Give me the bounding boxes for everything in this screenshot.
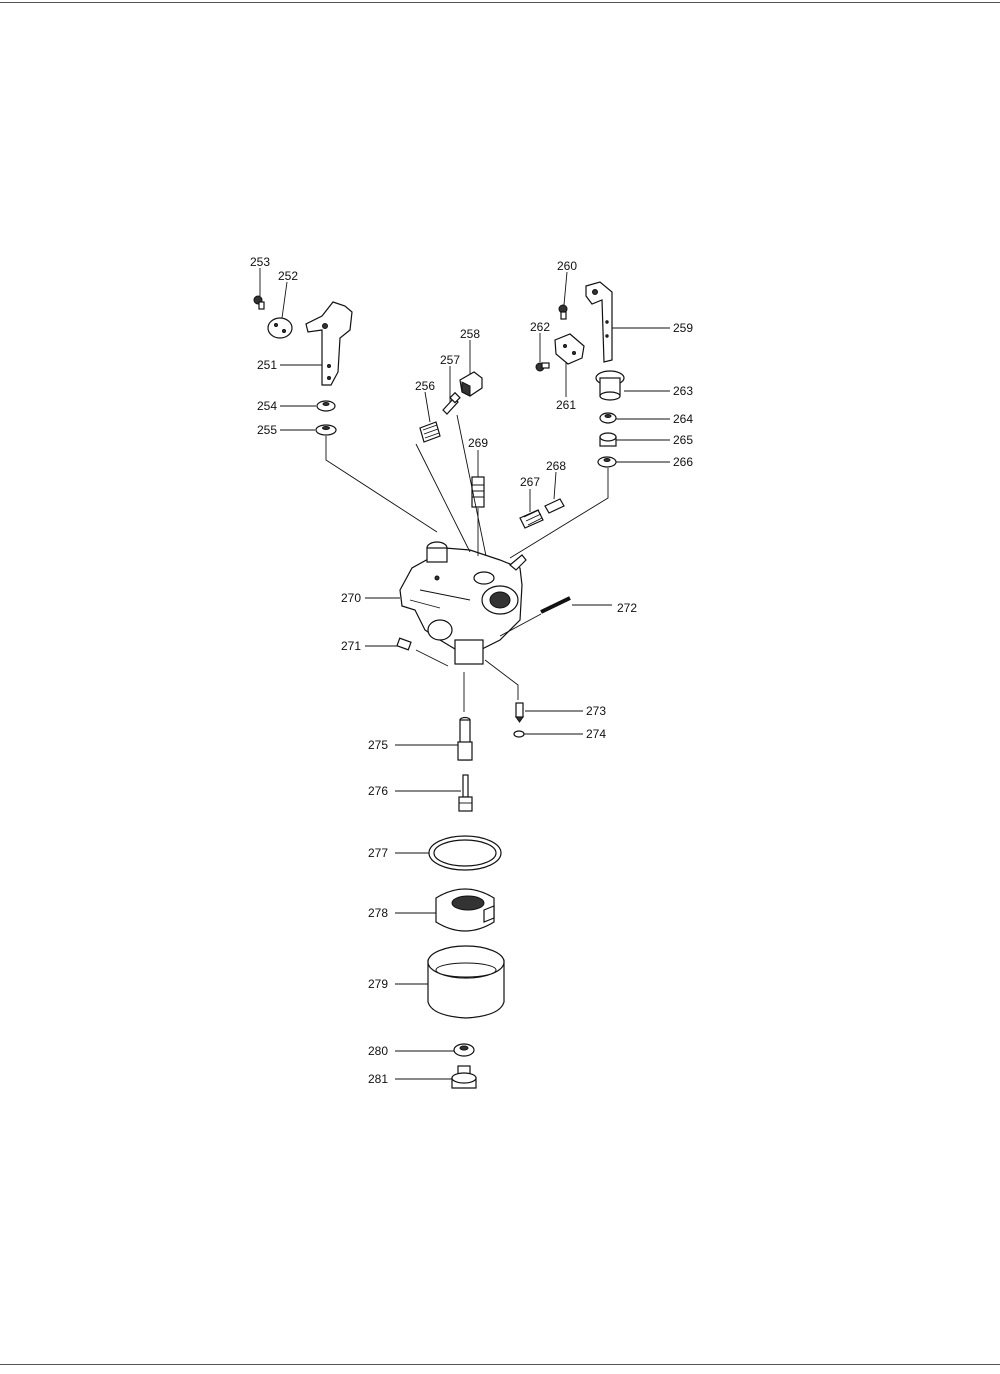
callout-276: 276 — [368, 784, 388, 798]
callout-279: 279 — [368, 977, 388, 991]
callout-272: 272 — [617, 601, 637, 615]
part-266-washer — [597, 456, 617, 468]
part-272-pin — [540, 596, 571, 614]
callout-260: 260 — [557, 259, 577, 273]
callout-281: 281 — [368, 1072, 388, 1086]
part-259-choke-shaft — [585, 281, 613, 363]
part-280-washer — [453, 1043, 475, 1057]
callout-274: 274 — [586, 727, 606, 741]
part-264-seal — [599, 412, 617, 424]
part-261-choke-plate — [554, 333, 585, 365]
part-278-float — [435, 888, 495, 932]
part-271-plug — [396, 637, 412, 651]
part-260-screw — [558, 304, 568, 320]
part-269-main-jet — [471, 476, 485, 508]
part-270-carburetor-body — [399, 541, 527, 665]
part-263-choke-knob — [595, 370, 625, 401]
bottom-border-rule — [0, 1364, 1000, 1365]
callout-275: 275 — [368, 738, 388, 752]
part-257-idle-screw — [442, 391, 461, 415]
part-265-bushing — [599, 432, 617, 447]
part-277-bowl-gasket — [428, 835, 502, 871]
callout-259: 259 — [673, 321, 693, 335]
part-273-needle-valve — [515, 702, 524, 723]
callout-252: 252 — [278, 269, 298, 283]
callout-251: 251 — [257, 358, 277, 372]
part-276-jet-screw — [458, 774, 473, 812]
callout-273: 273 — [586, 704, 606, 718]
callout-262: 262 — [530, 320, 550, 334]
part-279-float-bowl — [427, 945, 505, 1019]
part-254-washer — [316, 400, 336, 412]
part-281-bowl-nut — [451, 1065, 477, 1089]
callout-258: 258 — [460, 327, 480, 341]
callout-269: 269 — [468, 436, 488, 450]
part-274-clip — [513, 730, 525, 738]
callout-255: 255 — [257, 423, 277, 437]
callout-labels: 253 252 251 254 255 256 257 258 259 260 … — [250, 255, 693, 1086]
callout-271: 271 — [341, 639, 361, 653]
part-267-spring — [519, 509, 544, 529]
callout-266: 266 — [673, 455, 693, 469]
callout-263: 263 — [673, 384, 693, 398]
part-262-screw — [535, 362, 550, 372]
callout-264: 264 — [673, 412, 693, 426]
part-256-spring — [419, 421, 441, 443]
part-268-screw — [544, 498, 565, 514]
callout-280: 280 — [368, 1044, 388, 1058]
part-252-throttle-plate — [267, 317, 293, 339]
callout-270: 270 — [341, 591, 361, 605]
part-275-emulsion-tube — [457, 716, 473, 761]
callout-253: 253 — [250, 255, 270, 269]
assembly-lines — [325, 414, 609, 712]
callout-267: 267 — [520, 475, 540, 489]
callout-257: 257 — [440, 353, 460, 367]
callout-268: 268 — [546, 459, 566, 473]
part-253-screw — [253, 295, 265, 310]
callout-278: 278 — [368, 906, 388, 920]
callout-256: 256 — [415, 379, 435, 393]
top-border-rule — [0, 2, 1000, 3]
leader-lines — [259, 268, 670, 1080]
part-251-throttle-shaft — [305, 301, 353, 386]
part-255-seal — [315, 424, 337, 436]
callout-277: 277 — [368, 846, 388, 860]
callout-254: 254 — [257, 399, 277, 413]
callout-261: 261 — [556, 398, 576, 412]
callout-265: 265 — [673, 433, 693, 447]
part-258-cap — [459, 371, 483, 397]
